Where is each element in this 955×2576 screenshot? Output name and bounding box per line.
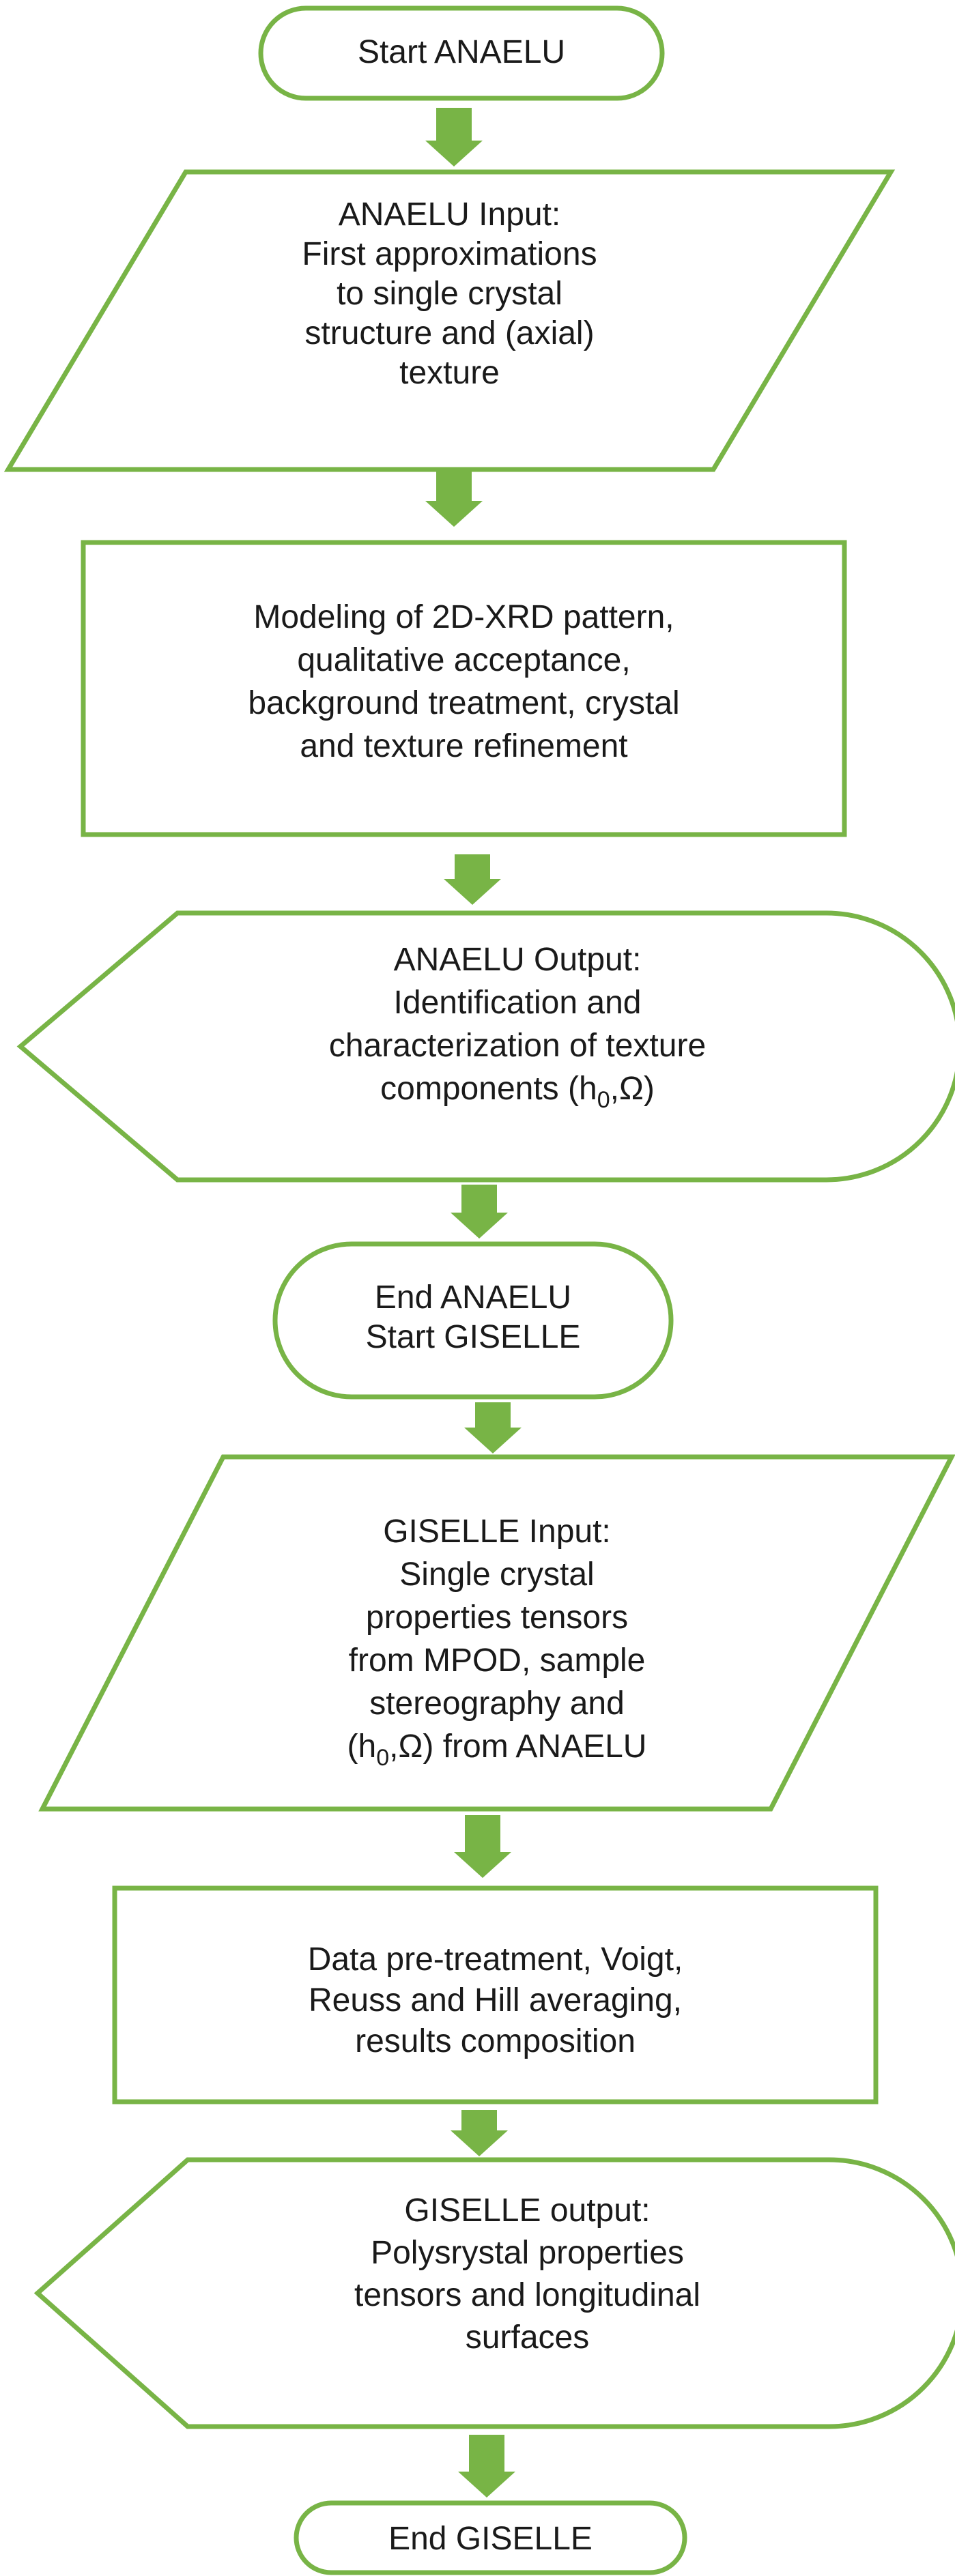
giselle-input-subscript: 0	[376, 1745, 389, 1771]
anaelu-output-line-4-cont: ,Ω)	[610, 1071, 655, 1107]
flow-arrow-6	[454, 1815, 511, 1878]
anaelu-output-line-4: components (h	[380, 1071, 597, 1107]
giselle-output-label: GISELLE output: Polysrystal properties ten…	[354, 2193, 700, 2356]
giselle-output-line-2: Polysrystal properties	[371, 2235, 684, 2271]
giselle-output-line-4: surfaces	[466, 2319, 589, 2356]
giselle-input-line-5: stereography and	[369, 1685, 625, 1722]
end-giselle-label: End GISELLE	[388, 2521, 593, 2557]
anaelu-output-display-shape	[16, 910, 955, 1183]
modeling-line-2: qualitative acceptance,	[297, 642, 630, 678]
flow-arrow-3	[444, 854, 501, 905]
shapes-layer	[3, 5, 955, 2575]
modeling-rectangle-shape	[81, 540, 847, 837]
anaelu-input-label: ANAELU Input:First approximations to sing…	[302, 197, 597, 391]
giselle-input-line-4: from MPOD, sample	[349, 1642, 646, 1679]
data-pretreatment-line-3: results composition	[355, 2023, 636, 2059]
start-anaelu-line-1: Start ANAELU	[358, 34, 565, 70]
giselle-input-line-6: (h	[347, 1728, 377, 1765]
anaelu-input-line-2: First approximations	[302, 236, 597, 272]
anaelu-output-line-1: ANAELU Output:	[394, 942, 642, 978]
data-pretreatment-line-2: Reuss and Hill averaging,	[309, 1982, 682, 2018]
anaelu-input-line-3: to single crystal	[337, 276, 562, 312]
flow-arrow-8	[458, 2435, 515, 2498]
anaelu-input-line-1: ANAELU Input:	[339, 197, 561, 233]
giselle-input-line-6-cont: ,Ω) from ANAELU	[389, 1728, 646, 1765]
giselle-output-display-shape	[33, 2157, 955, 2429]
anaelu-output-line-2: Identification and	[394, 985, 642, 1021]
modeling-line-3: background treatment, crystal	[248, 685, 679, 721]
anaelu-output-line-3: characterization of texture	[329, 1028, 706, 1064]
giselle-output-line-3: tensors and longitudinal	[354, 2277, 700, 2313]
giselle-input-line-1: GISELLE Input:	[383, 1514, 611, 1550]
arrows-layer	[425, 108, 522, 2498]
anaelu-input-line-5: texture	[399, 355, 500, 391]
anaelu-input-parallelogram-shape	[3, 169, 896, 472]
end-giselle-terminator-shape	[294, 2500, 687, 2575]
flow-arrow-1	[425, 108, 483, 167]
flow-arrow-4	[451, 1185, 508, 1239]
anaelu-output-subscript: 0	[597, 1087, 610, 1113]
end-anaelu-start-giselle-line-1: End ANAELU	[375, 1279, 571, 1316]
modeling-line-4: and texture refinement	[300, 728, 627, 764]
giselle-input-line-2: Single crystal	[399, 1557, 594, 1593]
end-anaelu-start-giselle-terminator-shape	[272, 1241, 674, 1400]
anaelu-input-line-4: structure and (axial)	[304, 315, 594, 351]
flow-arrow-5	[464, 1402, 522, 1453]
end-anaelu-start-giselle-line-2: Start GISELLE	[366, 1319, 581, 1355]
modeling-line-1: Modeling of 2D-XRD pattern,	[253, 599, 674, 635]
data-pretreatment-rectangle-shape	[112, 1885, 879, 2104]
end-giselle-line-1: End GISELLE	[388, 2521, 593, 2557]
giselle-input-parallelogram-shape	[38, 1454, 955, 1812]
giselle-input-label: GISELLE Input: Single crystal properties t…	[347, 1514, 647, 1771]
giselle-output-line-1: GISELLE output:	[404, 2193, 650, 2229]
data-pretreatment-label: Data pre-treatment, Voigt, Reuss and Hill…	[308, 1941, 683, 2059]
anaelu-output-label: ANAELU Output: Identification and characte…	[329, 942, 706, 1113]
start-anaelu-label: Start ANAELU	[358, 34, 565, 70]
modeling-label: Modeling of 2D-XRD pattern, qualitative a…	[248, 599, 679, 764]
labels-layer: Start ANAELU ANAELU Input:First approxima…	[248, 34, 706, 2557]
giselle-input-line-3: properties tensors	[366, 1600, 628, 1636]
flow-arrow-7	[451, 2110, 508, 2156]
start-anaelu-terminator-shape	[258, 5, 665, 101]
flow-arrow-2	[425, 471, 483, 527]
data-pretreatment-line-1: Data pre-treatment, Voigt,	[308, 1941, 683, 1978]
